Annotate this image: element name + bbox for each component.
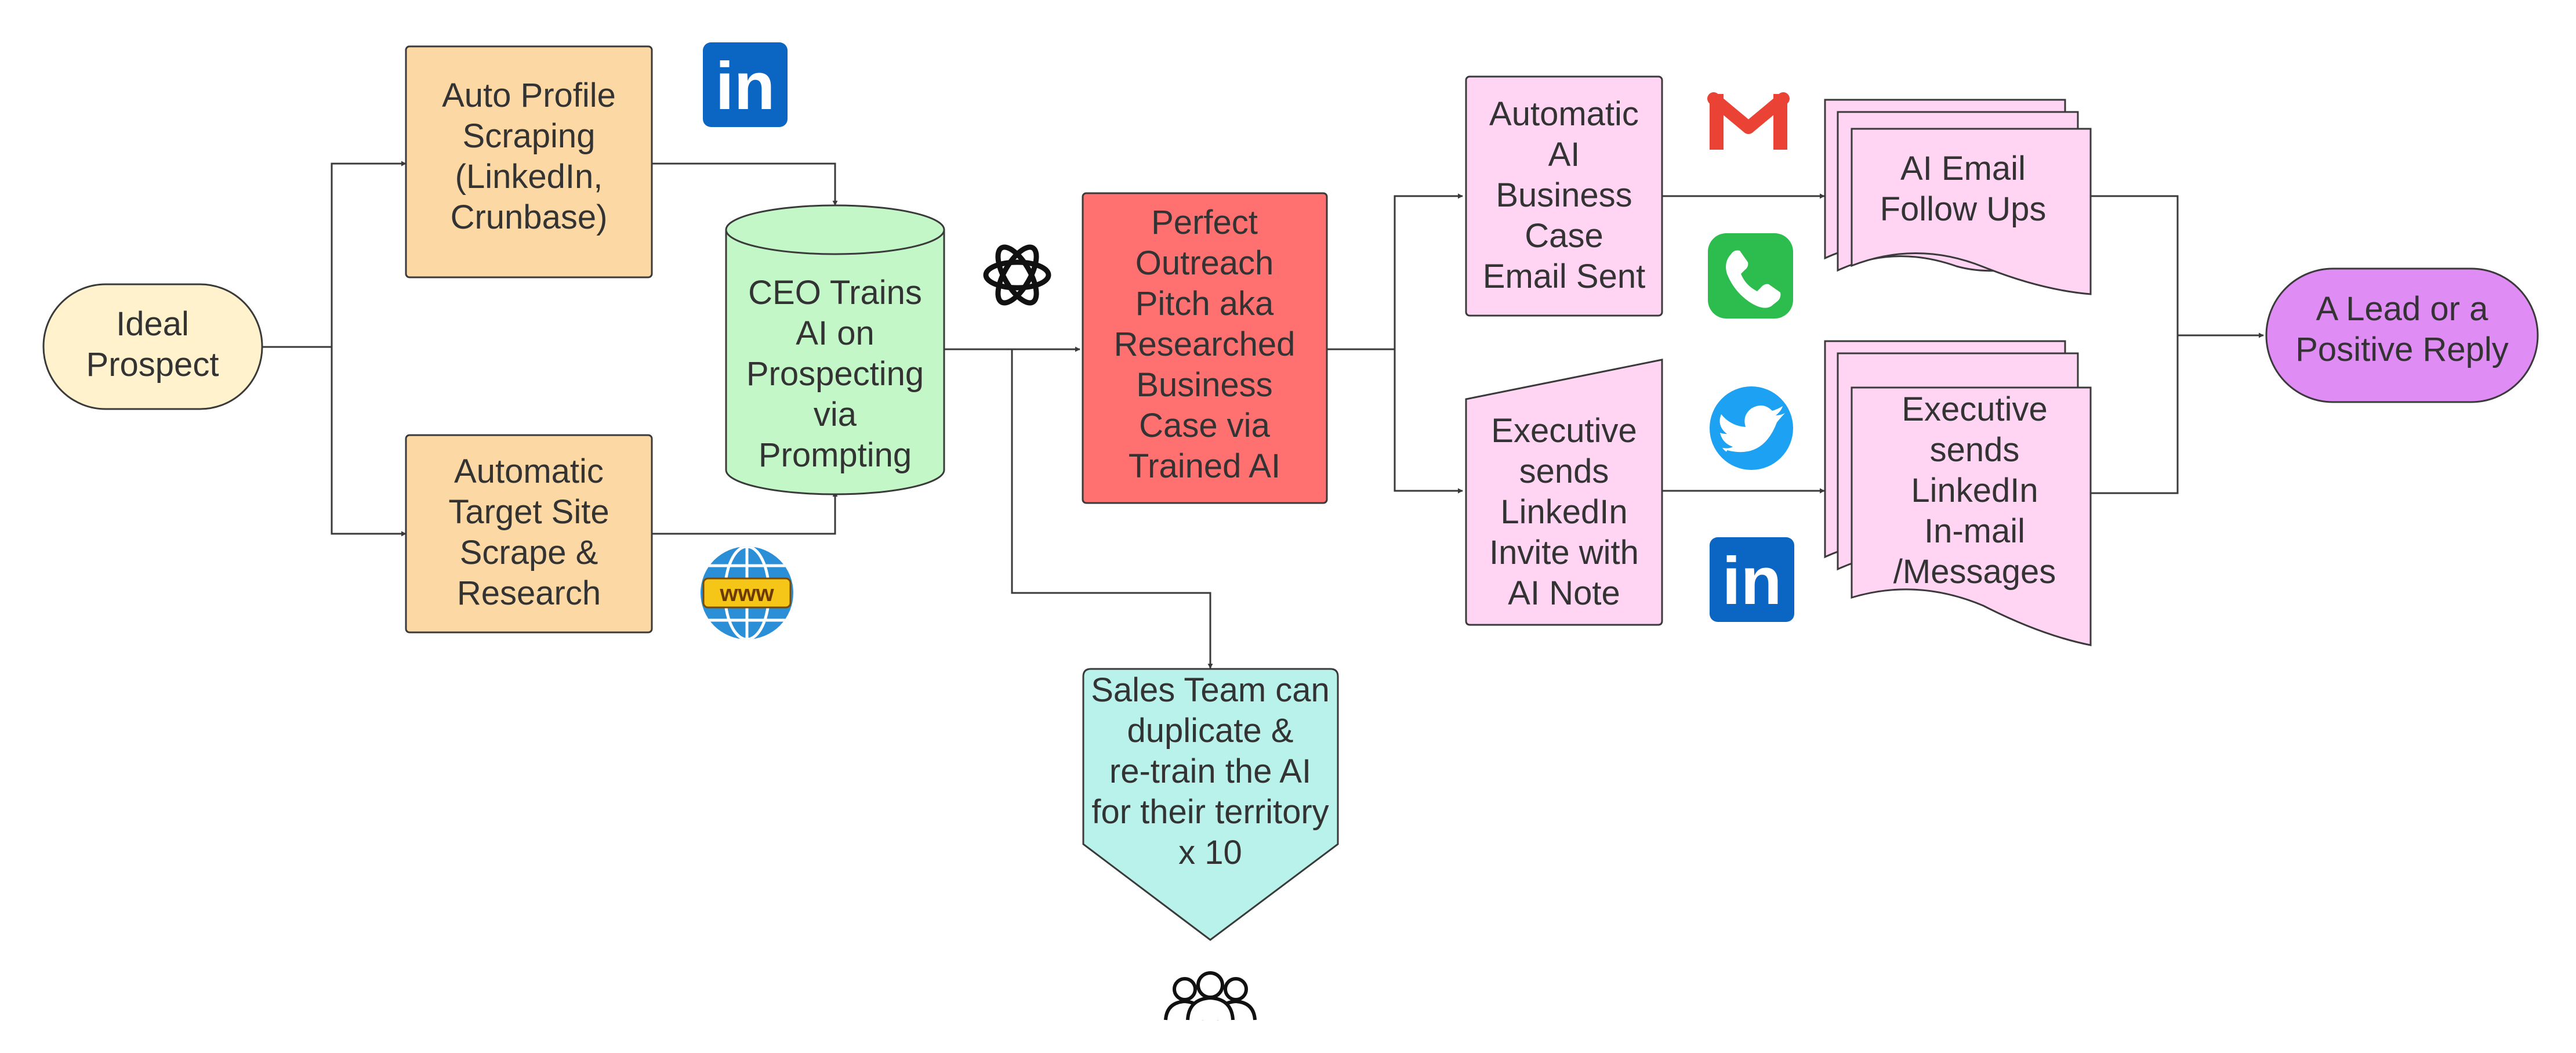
linkedin-logo-text: in bbox=[1722, 543, 1782, 618]
www-globe-icon: www bbox=[701, 547, 793, 639]
node-label-line: via bbox=[814, 396, 857, 433]
phone-icon bbox=[1708, 233, 1793, 319]
node-label-line: AI Note bbox=[1508, 574, 1620, 612]
node-label-line: Perfect bbox=[1151, 204, 1258, 241]
node-label-line: Case via bbox=[1139, 407, 1270, 444]
www-text: www bbox=[719, 581, 774, 606]
node-label-line: Target Site bbox=[448, 493, 609, 531]
node-ideal-prospect: Ideal Prospect bbox=[42, 283, 263, 410]
node-label-line: Scraping bbox=[463, 117, 596, 155]
node-label-line: Business bbox=[1496, 176, 1632, 214]
node-label-line: Prospect bbox=[86, 346, 219, 383]
gmail-icon bbox=[1707, 92, 1790, 150]
linkedin-icon: in bbox=[1710, 537, 1794, 622]
node-label-line: Business bbox=[1136, 366, 1272, 404]
node-label-line: In-mail bbox=[1924, 512, 2025, 550]
node-label-line: /Messages bbox=[1893, 553, 2056, 591]
node-email-sent: Automatic AI Business Case Email Sent bbox=[1465, 75, 1663, 317]
node-label-line: sends bbox=[1930, 431, 2020, 469]
node-label-line: Trained AI bbox=[1129, 447, 1280, 485]
node-label-line: Follow Ups bbox=[1880, 190, 2047, 228]
node-label-line: AI on bbox=[796, 314, 874, 352]
connector-pitch-to-linkedin bbox=[1394, 349, 1463, 494]
node-label-line: Scrape & bbox=[460, 534, 598, 571]
node-label-line: for their territory bbox=[1091, 793, 1329, 831]
node-linkedin-invite: Executive sends LinkedIn Invite with AI … bbox=[1465, 359, 1663, 626]
node-label-line: Executive bbox=[1491, 412, 1637, 450]
node-label-line: AI Email bbox=[1900, 150, 2026, 187]
node-label-line: sends bbox=[1519, 453, 1609, 490]
node-label-line: duplicate & bbox=[1127, 712, 1294, 750]
node-label-line: Outreach bbox=[1135, 244, 1274, 282]
node-label-line: Crunbase) bbox=[451, 198, 608, 236]
connectors bbox=[262, 161, 2264, 669]
node-target-site-scrape: Automatic Target Site Scrape & Research bbox=[405, 434, 653, 634]
node-lead-positive-reply: A Lead or a Positive Reply bbox=[2265, 267, 2539, 403]
node-label-line: Auto Profile bbox=[442, 77, 616, 114]
node-label-line: AI bbox=[1548, 136, 1580, 173]
node-label-line: Positive Reply bbox=[2295, 331, 2508, 368]
node-label-line: x 10 bbox=[1178, 834, 1242, 871]
node-ceo-trains-ai: CEO Trains AI on Prospecting via Prompti… bbox=[725, 204, 945, 495]
node-label-line: Researched bbox=[1114, 325, 1296, 363]
node-email-followups: AI Email Follow Ups bbox=[1824, 99, 2092, 295]
people-icon bbox=[1164, 971, 1257, 1021]
connector-followups-to-lead bbox=[2091, 195, 2264, 338]
node-label-line: Prompting bbox=[759, 436, 912, 474]
connector-pitch-to-email bbox=[1327, 193, 1463, 350]
node-label-line: (LinkedIn, bbox=[455, 158, 603, 196]
openai-icon bbox=[983, 244, 1051, 306]
node-auto-profile-scraping: Auto Profile Scraping (LinkedIn, Crunbas… bbox=[405, 45, 653, 278]
twitter-icon bbox=[1710, 386, 1793, 470]
linkedin-icon: in bbox=[703, 42, 788, 127]
connector-prospect-to-profile bbox=[262, 161, 407, 348]
linkedin-logo-text: in bbox=[715, 48, 775, 124]
connector-target-to-ceo bbox=[652, 491, 838, 535]
node-label-line: Sales Team can bbox=[1091, 671, 1330, 709]
node-label-line: Pitch aka bbox=[1135, 285, 1274, 323]
node-label-line: LinkedIn bbox=[1500, 493, 1627, 531]
node-label-line: LinkedIn bbox=[1911, 472, 2038, 509]
connector-prospect-to-target bbox=[331, 347, 407, 537]
node-label-line: Ideal bbox=[116, 305, 189, 343]
node-label-line: A Lead or a bbox=[2316, 290, 2488, 328]
node-label-line: Automatic bbox=[1489, 95, 1639, 133]
node-label-line: Research bbox=[457, 574, 601, 612]
connector-ceo-to-sales-team bbox=[1011, 349, 1213, 669]
node-sales-team: Sales Team can duplicate & re-train the … bbox=[1082, 668, 1339, 941]
node-perfect-outreach-pitch: Perfect Outreach Pitch aka Researched Bu… bbox=[1082, 192, 1328, 504]
node-label-line: re-train the AI bbox=[1109, 752, 1311, 790]
node-label-line: Executive bbox=[1902, 390, 2047, 428]
node-label-line: Case bbox=[1525, 217, 1603, 255]
connector-profile-to-ceo bbox=[652, 162, 838, 206]
node-label-line: Email Sent bbox=[1483, 258, 1645, 295]
node-label-line: Prospecting bbox=[746, 355, 924, 393]
node-linkedin-inmail: Executive sends LinkedIn In-mail /Messag… bbox=[1824, 340, 2092, 646]
connector-inmail-to-lead bbox=[2091, 335, 2179, 494]
node-label-line: CEO Trains bbox=[748, 274, 922, 312]
node-label-line: Automatic bbox=[454, 453, 604, 490]
node-label-line: Invite with bbox=[1489, 534, 1639, 571]
